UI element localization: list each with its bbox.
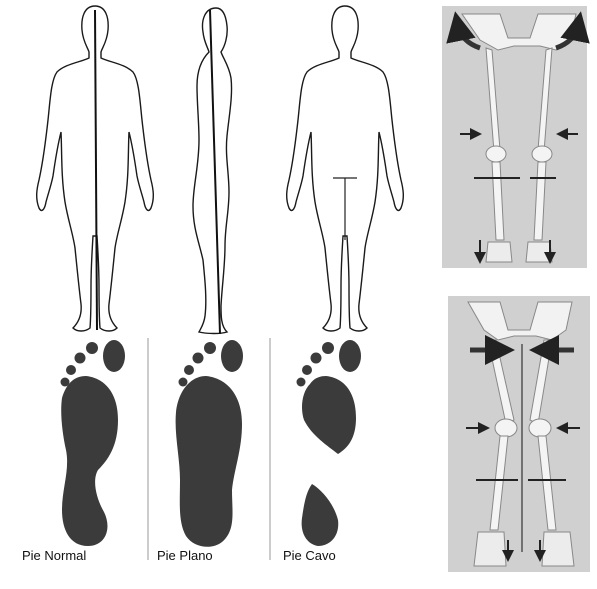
footprint-cavo-icon	[297, 340, 362, 546]
caption-pie-plano: Pie Plano	[157, 548, 213, 563]
body-side-outline	[193, 8, 232, 334]
footprint-normal-icon	[61, 340, 126, 546]
leg-alignment-panel-top	[442, 6, 587, 268]
plumb-line-side	[210, 10, 220, 334]
leg-alignment-panel-bottom	[448, 296, 590, 572]
body-back-outline	[287, 6, 404, 331]
caption-pie-normal: Pie Normal	[22, 548, 86, 563]
footprint-plano-icon	[176, 340, 243, 547]
body-front-outline	[37, 6, 154, 331]
caption-pie-cavo: Pie Cavo	[283, 548, 336, 563]
plumb-line-front	[95, 10, 97, 330]
